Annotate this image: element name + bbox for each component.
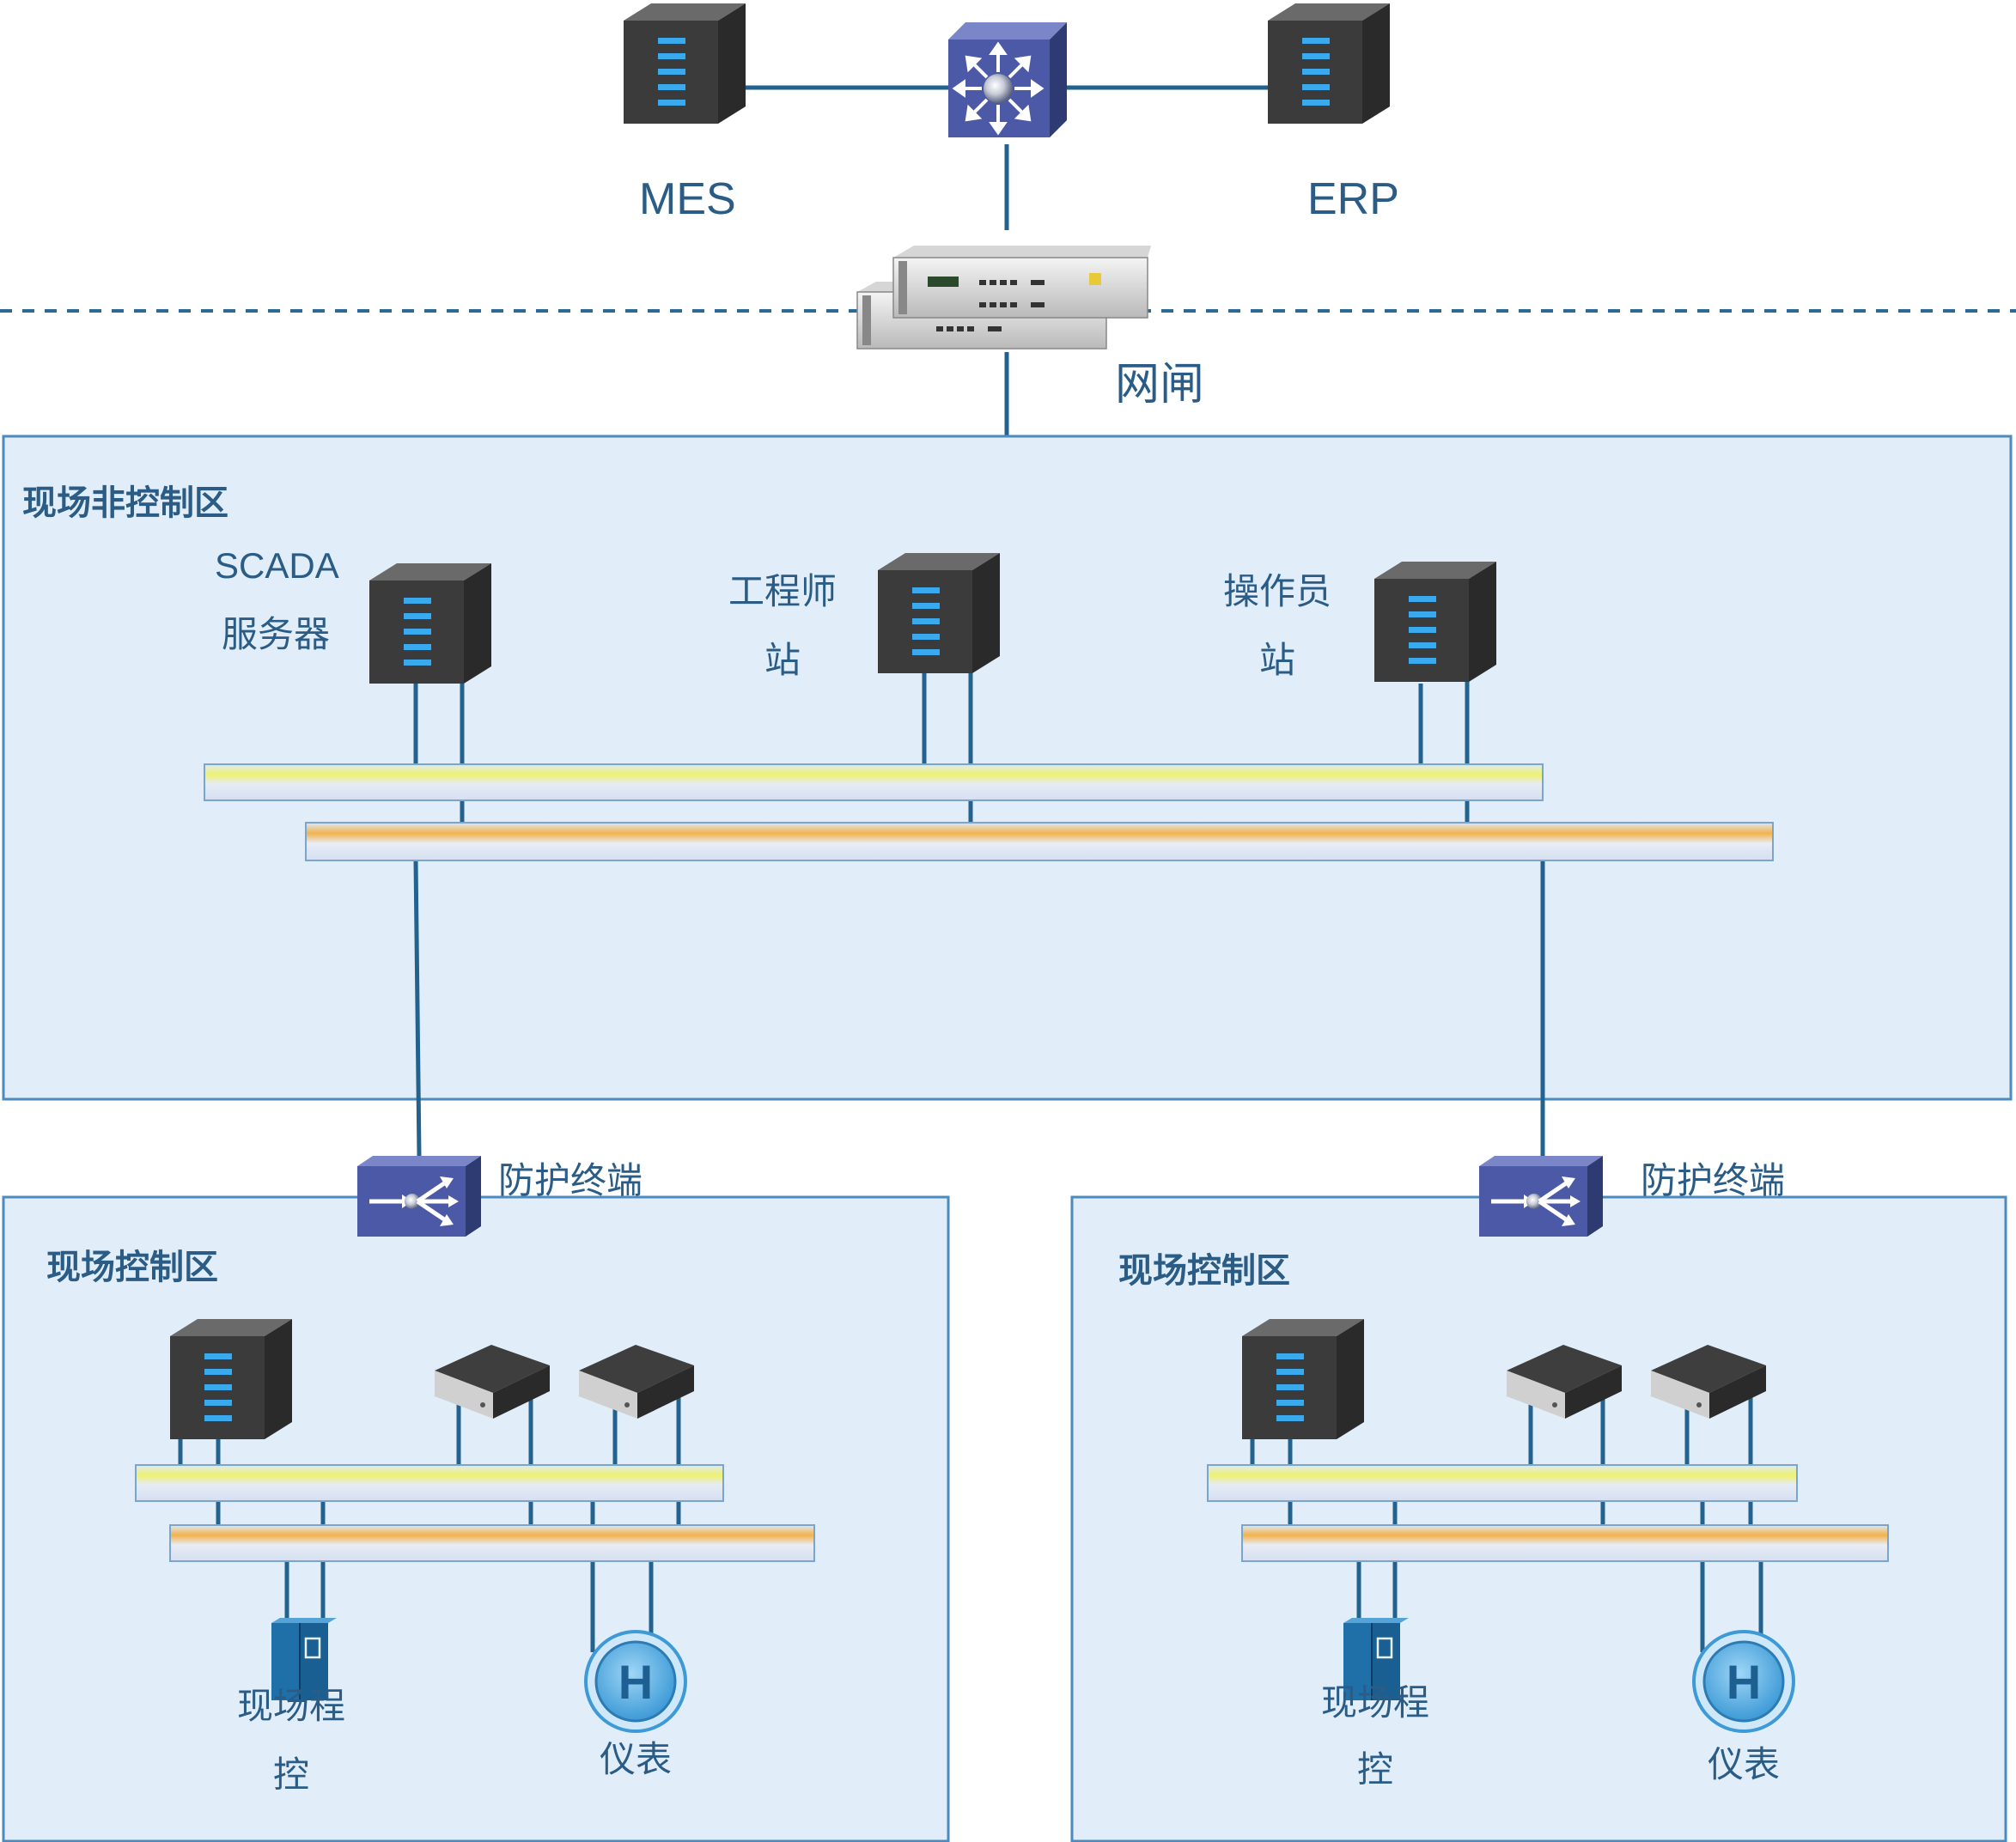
gateway-icon <box>856 246 1151 350</box>
zone-noncontrol-title: 现场非控制区 <box>22 484 228 522</box>
bus-b-noncontrol <box>305 822 1774 861</box>
operator-label-line1: 操作员 <box>1223 571 1332 611</box>
core-switch-icon <box>948 22 1067 137</box>
guard-right-label: 防护终端 <box>1641 1160 1786 1201</box>
guard-right-icon <box>1479 1156 1603 1237</box>
bus-a-noncontrol <box>204 763 1544 801</box>
zone-control-left-title: 现场控制区 <box>46 1249 218 1286</box>
zone-control-right-title: 现场控制区 <box>1118 1252 1290 1290</box>
bus-b-control-right <box>1241 1524 1889 1562</box>
engineer-label-line1: 工程师 <box>728 571 837 611</box>
control-right-server-icon <box>1242 1319 1364 1439</box>
bus-a-control-left <box>135 1464 724 1502</box>
meter-right-letter: H <box>1727 1655 1761 1709</box>
plc-left-label-line1: 现场程 <box>237 1686 346 1726</box>
meter-right-label: 仪表 <box>1708 1744 1781 1784</box>
zone-control-right <box>1070 1195 2007 1842</box>
meter-right-icon: H <box>1692 1630 1795 1733</box>
bus-a-control-right <box>1207 1464 1798 1502</box>
erp-server-icon <box>1268 3 1390 124</box>
mes-label: MES <box>639 174 736 224</box>
operator-station-icon <box>1374 562 1496 682</box>
engineer-station-icon <box>878 553 1000 673</box>
zone-control-left <box>2 1195 950 1842</box>
bus-b-control-left <box>169 1524 815 1562</box>
plc-right-label-line2: 控 <box>1357 1749 1394 1790</box>
operator-label-line2: 站 <box>1259 640 1296 680</box>
erp-label: ERP <box>1307 174 1399 224</box>
scada-server-icon <box>369 563 491 684</box>
scada-label-line1: SCADA <box>215 545 339 586</box>
guard-left-label: 防护终端 <box>498 1160 643 1201</box>
plc-right-label-line1: 现场程 <box>1321 1682 1430 1723</box>
meter-left-icon: H <box>584 1630 687 1733</box>
control-left-server-icon <box>170 1319 292 1439</box>
scada-label-line2: 服务器 <box>222 614 331 654</box>
meter-left-label: 仪表 <box>600 1739 673 1779</box>
top-links <box>740 85 1271 436</box>
plc-left-label-line2: 控 <box>273 1754 310 1795</box>
meter-left-letter: H <box>618 1655 653 1709</box>
gateway-label: 网闸 <box>1115 360 1205 410</box>
mes-server-icon <box>624 3 746 124</box>
guard-left-icon <box>357 1156 481 1237</box>
engineer-label-line2: 站 <box>764 640 801 680</box>
